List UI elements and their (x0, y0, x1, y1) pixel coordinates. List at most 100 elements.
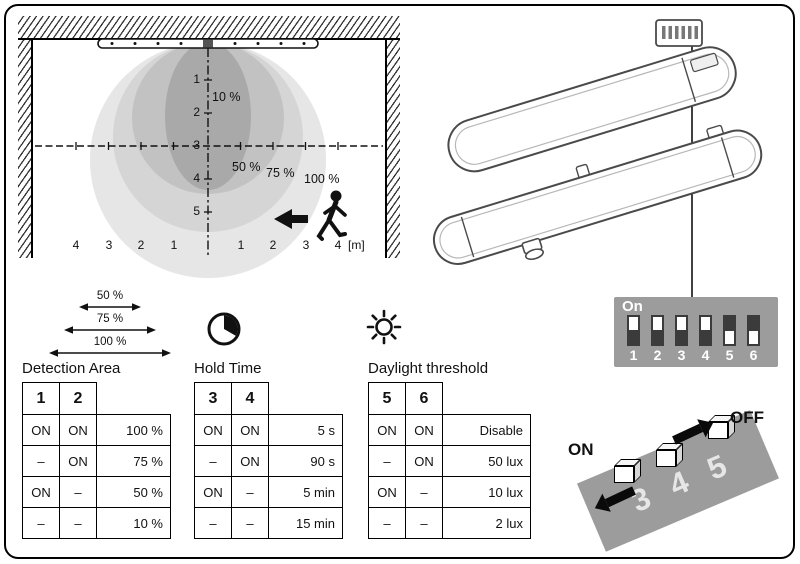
table-row: ON–10 lux (368, 476, 531, 508)
dip-plate: 3 4 5 (577, 410, 779, 552)
right-wall-hatch (385, 40, 400, 258)
floor-tick-label: 1 (237, 238, 245, 252)
setting-value: 5 s (268, 414, 343, 446)
double-arrow-icon (49, 348, 171, 358)
switch-state: ON (405, 414, 443, 446)
switch-state: ON (231, 414, 269, 446)
dip-switch-5[interactable] (723, 315, 736, 346)
dip-switch-knob[interactable] (701, 317, 710, 330)
floor-tick-label: 1 (170, 238, 178, 252)
switch-state: – (194, 445, 232, 477)
dip-switch-6[interactable] (747, 315, 760, 346)
cube-front-face (614, 466, 634, 483)
dip-switch-knob[interactable] (653, 317, 662, 330)
zone-label-75: 75 % (266, 166, 295, 180)
legend-arrow-label: 100 % (93, 336, 127, 348)
luminaire-top-housing (447, 46, 737, 173)
cube-front-face (656, 450, 676, 467)
dip-number-header: 6 (405, 382, 443, 415)
switch-state: – (368, 507, 406, 539)
dip-number-header: 1 (22, 382, 60, 415)
value-column-spacer (97, 383, 171, 415)
dip-switch-3[interactable] (675, 315, 688, 346)
dip-switch-number: 3 (677, 347, 686, 363)
dip-switch-knob[interactable] (629, 317, 638, 330)
zone-label-50: 50 % (232, 160, 261, 174)
luminaire-body (432, 124, 763, 265)
legend-arrow-label: 50 % (96, 290, 124, 302)
dip-switch-knob[interactable] (749, 331, 758, 344)
setting-value: 10 % (96, 507, 171, 539)
floor-tick-label: 2 (269, 238, 277, 252)
setting-value: 50 lux (442, 445, 531, 477)
switch-state: ON (231, 445, 269, 477)
floor-tick-label: 2 (137, 238, 145, 252)
dip-number-header: 4 (231, 382, 269, 415)
dip-switch-row (627, 315, 760, 346)
switch-state: ON (194, 476, 232, 508)
setting-value: 50 % (96, 476, 171, 508)
dip-switch-knob[interactable] (677, 317, 686, 330)
switch-state: ON (22, 414, 60, 446)
table-row: ––2 lux (368, 507, 531, 539)
depth-tick-label: 5 (193, 204, 200, 218)
off-position-label: OFF (730, 408, 764, 427)
plate-number-4: 4 (664, 463, 694, 503)
table-title-detection-area: Detection Area (22, 360, 121, 377)
switch-state: – (231, 507, 269, 539)
dip-number-header: 5 (368, 382, 406, 415)
dip-switch-number: 1 (629, 347, 638, 363)
dip-on-label: On (622, 298, 643, 315)
switch-state: ON (368, 476, 406, 508)
plate-number-5: 5 (702, 447, 732, 487)
value-column-spacer (443, 383, 531, 415)
walk-direction-arrow-icon (274, 209, 308, 229)
setting-value: Disable (442, 414, 531, 446)
dip-cube-1[interactable] (614, 459, 641, 483)
switch-state: – (22, 445, 60, 477)
clock-icon (207, 312, 241, 346)
dip-switch-1[interactable] (627, 315, 640, 346)
switch-state: – (368, 445, 406, 477)
switch-state: ON (194, 414, 232, 446)
zone-label-10: 10 % (212, 90, 241, 104)
dip-switch-knob[interactable] (725, 331, 734, 344)
double-arrow-icon (79, 302, 141, 312)
dip-number-header: 2 (59, 382, 97, 415)
switch-state: – (231, 476, 269, 508)
switch-state: – (59, 476, 97, 508)
dip-switch-number: 4 (701, 347, 710, 363)
dip-switch-4[interactable] (699, 315, 712, 346)
dip-cube-2[interactable] (656, 443, 683, 467)
switch-state: ON (59, 414, 97, 446)
switch-state: – (405, 476, 443, 508)
left-wall-hatch (18, 40, 33, 258)
table-title-daylight-threshold: Daylight threshold (368, 360, 489, 377)
switch-state: ON (368, 414, 406, 446)
depth-tick-label: 1 (193, 72, 200, 86)
dip-switch-2[interactable] (651, 315, 664, 346)
sun-icon (366, 309, 402, 345)
diagram-overlay (35, 38, 383, 258)
switch-state: ON (22, 476, 60, 508)
dip-module-detail (655, 19, 703, 47)
table-row: ––10 % (22, 507, 171, 539)
depth-tick-label: 2 (193, 105, 200, 119)
dip-number-header: 3 (194, 382, 232, 415)
